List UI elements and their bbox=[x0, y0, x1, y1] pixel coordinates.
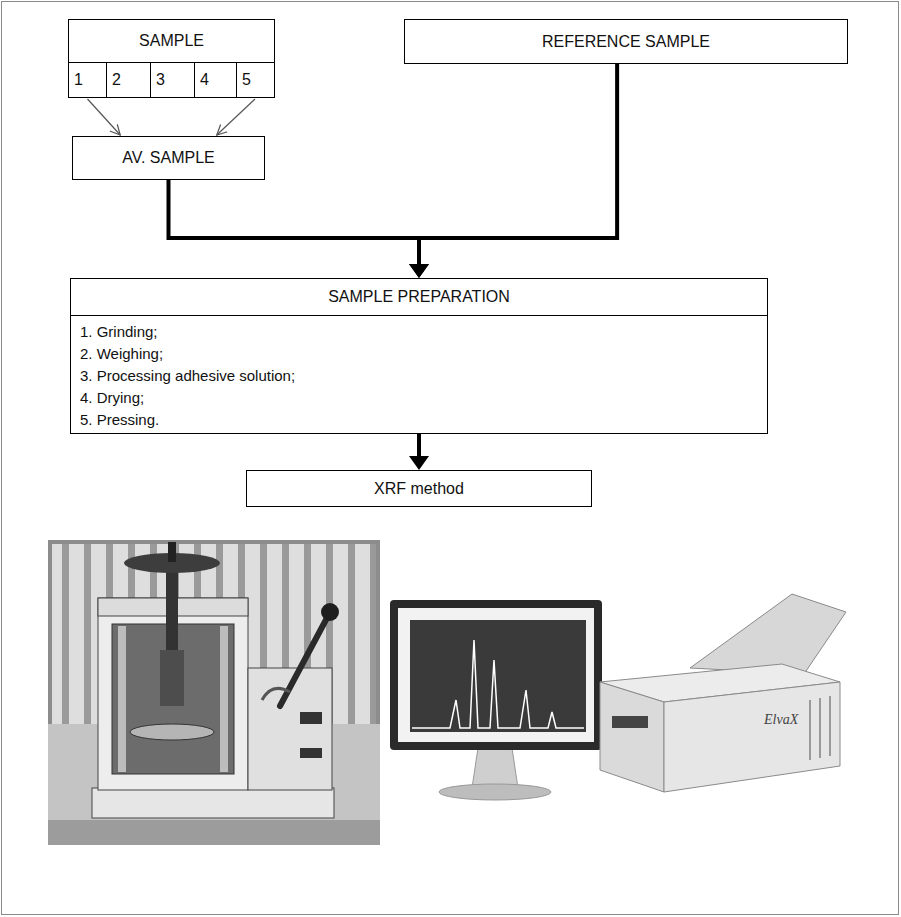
box-label: XRF method bbox=[374, 480, 464, 498]
gauge-hose bbox=[262, 688, 290, 700]
step-item: 5. Pressing. bbox=[71, 409, 767, 431]
box-label: REFERENCE SAMPLE bbox=[542, 33, 710, 51]
monitor-screen bbox=[398, 608, 594, 742]
step-item: 3. Processing adhesive solution; bbox=[71, 365, 767, 387]
lever-knob bbox=[321, 603, 339, 621]
flow-arrow bbox=[419, 64, 617, 268]
step-item: 4. Drying; bbox=[71, 387, 767, 409]
console-plate bbox=[300, 748, 322, 758]
monitor-foot bbox=[439, 784, 551, 800]
press-base bbox=[92, 788, 334, 818]
box-heading: SAMPLE PREPARATION bbox=[71, 279, 767, 316]
flow-arrow bbox=[217, 99, 255, 135]
monitor-stand bbox=[472, 748, 518, 788]
bench-edge bbox=[48, 820, 380, 845]
press-lever bbox=[280, 616, 328, 706]
sample-cell: 2 bbox=[106, 62, 150, 97]
reference-box: REFERENCE SAMPLE bbox=[404, 19, 848, 64]
cell-number: 2 bbox=[107, 63, 150, 96]
method-box: XRF method bbox=[246, 470, 592, 507]
process-box: SAMPLE PREPARATION 1. Grinding;2. Weighin… bbox=[70, 278, 768, 434]
average-box: AV. SAMPLE bbox=[72, 136, 265, 180]
press-column bbox=[220, 626, 228, 772]
xrf-spectrometer bbox=[390, 594, 846, 800]
analyzer-front bbox=[600, 682, 664, 792]
analyzer-vent bbox=[819, 698, 821, 758]
cell-number: 5 bbox=[237, 63, 274, 96]
spectrum-plot bbox=[410, 620, 586, 732]
box-label: SAMPLE bbox=[69, 20, 274, 62]
box-label: AV. SAMPLE bbox=[122, 149, 215, 167]
analyzer-vent bbox=[829, 696, 831, 756]
brand-label: ElvaX bbox=[764, 712, 798, 728]
sample-cell: 5 bbox=[236, 62, 274, 97]
step-item: 1. Grinding; bbox=[71, 321, 767, 343]
press-spindle bbox=[166, 560, 178, 652]
spectrum-peaks bbox=[412, 640, 584, 728]
press-platen bbox=[130, 724, 214, 740]
step-item: 2. Weighing; bbox=[71, 343, 767, 365]
analyzer-display bbox=[612, 716, 648, 728]
analyzer-vent bbox=[809, 700, 811, 760]
sample-cell: 1 bbox=[69, 62, 106, 97]
handwheel-grip bbox=[168, 542, 176, 562]
photo-ground bbox=[48, 540, 380, 845]
press-column bbox=[118, 626, 126, 772]
press-ram bbox=[160, 650, 184, 706]
analyzer-lid bbox=[690, 594, 846, 674]
sample-cell: 3 bbox=[150, 62, 194, 97]
cell-number: 4 bbox=[195, 63, 236, 96]
console-plate bbox=[300, 712, 322, 724]
flow-arrow bbox=[169, 180, 420, 268]
cell-number: 3 bbox=[151, 63, 194, 96]
flow-arrow bbox=[417, 434, 421, 460]
monitor-bezel bbox=[390, 600, 602, 750]
sample-cell: 4 bbox=[194, 62, 236, 97]
press-photo bbox=[48, 540, 380, 845]
flow-arrow bbox=[88, 99, 121, 135]
sample-table: SAMPLE12345 bbox=[68, 19, 275, 98]
cell-number: 1 bbox=[69, 63, 106, 96]
analyzer-side bbox=[664, 682, 840, 792]
